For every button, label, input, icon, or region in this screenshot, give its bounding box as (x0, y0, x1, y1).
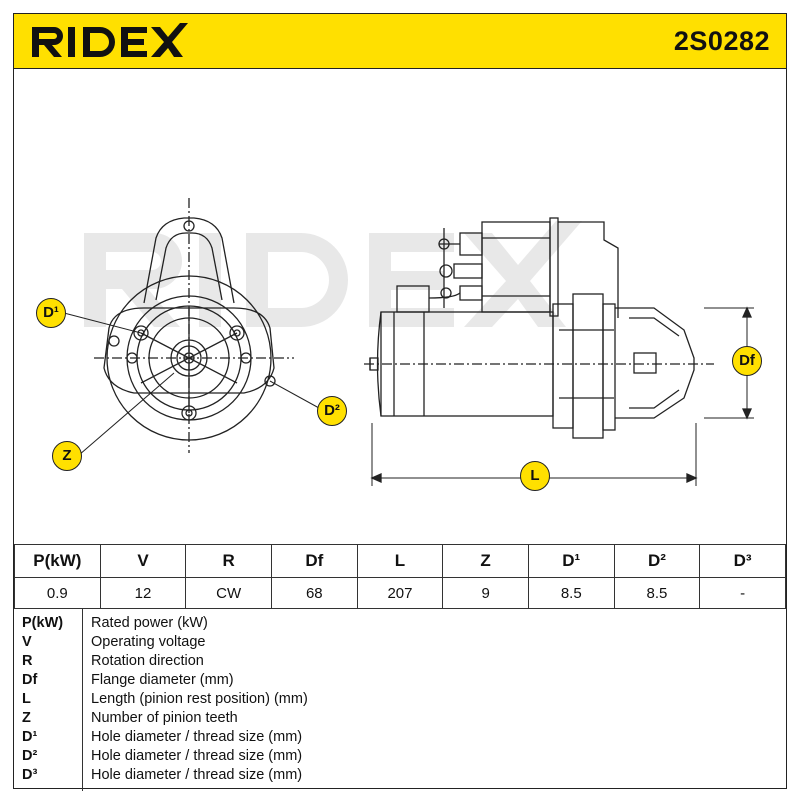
spec-header: Z (442, 544, 529, 578)
callout-df: Df (732, 346, 762, 376)
legend-key: Z (22, 710, 31, 726)
ridex-logo (32, 23, 188, 57)
spec-header: D¹ (527, 544, 615, 578)
callout-z: Z (52, 441, 82, 471)
datasheet: 2S0282 (13, 13, 787, 791)
legend-key: D¹ (22, 729, 38, 745)
spec-value: 207 (356, 577, 444, 609)
legend-row: Df Flange diameter (mm) (14, 672, 786, 690)
spec-value: 12 (99, 577, 187, 609)
legend-desc: Rotation direction (91, 653, 204, 669)
spec-header-row: P(kW) V R Df L Z D¹ D² D³ (14, 544, 786, 578)
legend-key: D³ (22, 767, 38, 783)
legend-desc: Hole diameter / thread size (mm) (91, 748, 303, 764)
callout-d1: D¹ (36, 298, 66, 328)
legend-desc: Number of pinion teeth (91, 710, 238, 726)
spec-value: - (699, 577, 786, 609)
legend-row: Z Number of pinion teeth (14, 710, 786, 728)
legend-desc: Length (pinion rest position) (mm) (91, 691, 308, 707)
legend-desc: Hole diameter / thread size (mm) (91, 767, 303, 783)
starter-motor-drawing (63, 198, 754, 486)
legend-row: D¹ Hole diameter / thread size (mm) (14, 729, 786, 747)
part-number: 2S0282 (673, 26, 770, 56)
legend-desc: Flange diameter (mm) (91, 672, 234, 688)
spec-value: 0.9 (14, 577, 101, 609)
header-bar: 2S0282 (14, 14, 786, 69)
spec-value: 8.5 (527, 577, 615, 609)
spec-header: L (356, 544, 444, 578)
spec-value: 9 (442, 577, 529, 609)
legend-desc: Hole diameter / thread size (mm) (91, 729, 303, 745)
legend-key: L (22, 691, 31, 707)
spec-header: D³ (699, 544, 786, 578)
legend-row: V Operating voltage (14, 634, 786, 652)
legend-key: R (22, 653, 33, 669)
spec-header: D² (613, 544, 701, 578)
legend: P(kW) Rated power (kW) V Operating volta… (14, 608, 786, 791)
technical-drawing: D¹ D² Z Df L (14, 68, 786, 543)
legend-row: D² Hole diameter / thread size (mm) (14, 748, 786, 766)
legend-key: V (22, 634, 32, 650)
ridex-watermark (84, 221, 582, 327)
legend-key: P(kW) (22, 615, 64, 631)
spec-value: 8.5 (613, 577, 701, 609)
legend-row: L Length (pinion rest position) (mm) (14, 691, 786, 709)
legend-row: R Rotation direction (14, 653, 786, 671)
legend-desc: Rated power (kW) (91, 615, 208, 631)
spec-value: 68 (270, 577, 358, 609)
legend-key: D² (22, 748, 38, 764)
legend-row: P(kW) Rated power (kW) (14, 615, 786, 633)
legend-desc: Operating voltage (91, 634, 206, 650)
legend-row: D³ Hole diameter / thread size (mm) (14, 767, 786, 785)
spec-header: Df (270, 544, 358, 578)
spec-header: V (99, 544, 187, 578)
callout-l: L (520, 461, 550, 491)
spec-header: P(kW) (14, 544, 101, 578)
spec-value-row: 0.9 12 CW 68 207 9 8.5 8.5 - (14, 577, 786, 609)
legend-divider (82, 609, 83, 791)
legend-key: Df (22, 672, 38, 688)
spec-value: CW (185, 577, 272, 609)
spec-header: R (185, 544, 272, 578)
callout-d2: D² (317, 396, 347, 426)
specification-table: P(kW) V R Df L Z D¹ D² D³ 0.9 12 CW 68 2… (14, 544, 786, 609)
